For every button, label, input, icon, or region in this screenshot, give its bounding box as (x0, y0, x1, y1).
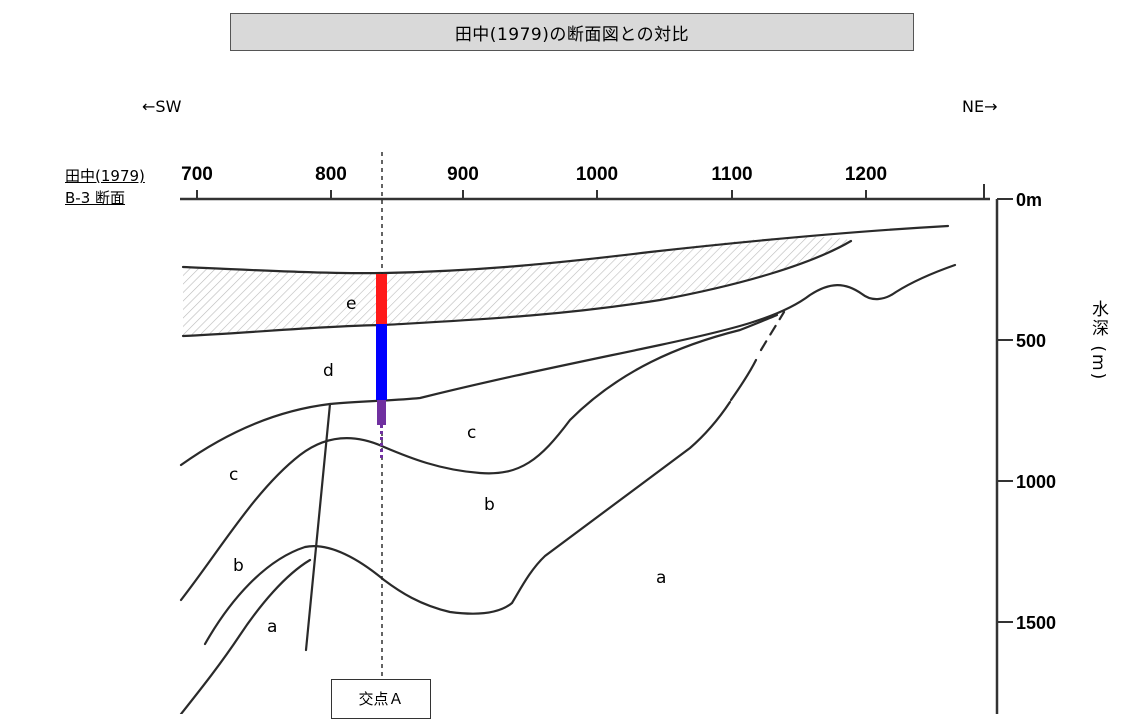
x-tick-label-800: 800 (315, 164, 347, 185)
boundary-a-left (179, 558, 312, 714)
direction-ne-label: NE→ (962, 97, 998, 116)
depth-axis-label: 水深 (m) (1088, 300, 1108, 382)
section-source-label: 田中(1979) (65, 167, 145, 185)
bar-layer-e (376, 274, 387, 324)
layer-label-c-left: c (229, 465, 238, 485)
layer-label-c-upper: c (467, 423, 476, 443)
boundary-b-a (203, 400, 732, 646)
boundary-c-b (179, 313, 779, 602)
page-title: 田中(1979)の断面図との対比 (230, 13, 914, 51)
layer-label-a-left: a (267, 617, 277, 637)
depth-axis-tick-labels: 0m 500 1000 1500 (1016, 190, 1056, 633)
x-tick-label-700: 700 (181, 164, 213, 185)
x-tick-label-900: 900 (447, 164, 479, 185)
bar-layer-d (376, 324, 387, 400)
seafloor-line (181, 224, 950, 275)
layer-labels: e d c c b b a a (229, 294, 666, 637)
boundary-e-d (181, 239, 853, 338)
depth-label-1000: 1000 (1016, 472, 1056, 492)
x-axis-ticks (196, 184, 985, 199)
depth-label-1500: 1500 (1016, 613, 1056, 633)
x-tick-label-1100: 1100 (711, 164, 752, 185)
geology-boundaries (179, 224, 957, 714)
boundary-b-a-dashed (759, 310, 786, 352)
intersection-label: 交点Ａ (358, 690, 404, 708)
layer-label-e: e (346, 294, 356, 314)
bar-layer-c (377, 400, 386, 425)
depth-label-0: 0m (1016, 190, 1042, 210)
page-title-text: 田中(1979)の断面図との対比 (454, 24, 690, 45)
layer-label-d: d (323, 361, 334, 381)
section-name-label: B-3 断面 (65, 189, 126, 207)
layer-label-a-right: a (656, 568, 666, 588)
depth-axis-ticks (997, 198, 1013, 623)
layer-label-b-left: b (233, 556, 244, 576)
depth-label-500: 500 (1016, 331, 1046, 351)
boundary-b-a-gap-start (729, 358, 758, 402)
intersection-label-box: 交点Ａ (331, 679, 431, 719)
layer-label-b-mid: b (484, 495, 495, 515)
x-tick-label-1200: 1200 (845, 164, 887, 185)
layer-e-hatch (183, 236, 850, 336)
direction-sw-label: ←SW (142, 97, 182, 116)
x-tick-label-1000: 1000 (576, 164, 618, 185)
fault-line (304, 402, 332, 652)
x-axis-tick-labels: 700 800 900 1000 1100 1200 (181, 164, 887, 185)
